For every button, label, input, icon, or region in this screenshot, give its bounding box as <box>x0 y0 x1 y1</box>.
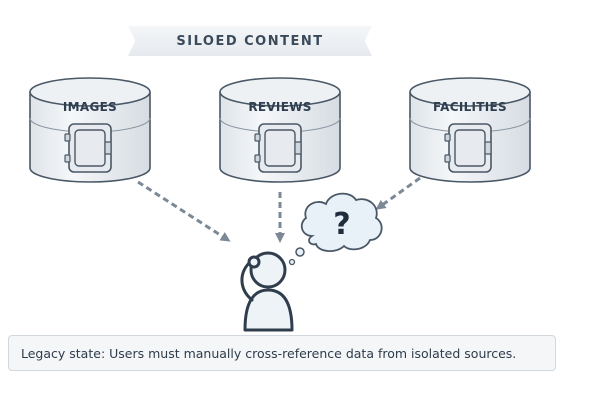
vault-door-icon <box>444 123 492 173</box>
section-title-banner: SILOED CONTENT <box>128 26 372 56</box>
vault-door-icon <box>64 123 112 173</box>
caption-box: Legacy state: Users must manually cross-… <box>8 335 556 371</box>
caption-text: Legacy state: Users must manually cross-… <box>21 345 517 361</box>
silo-reviews: REVIEWS <box>219 77 341 183</box>
silo-label: REVIEWS <box>248 100 311 114</box>
flow-arrow-images <box>137 180 231 242</box>
silo-label: FACILITIES <box>433 100 507 114</box>
question-mark-icon: ? <box>333 207 350 242</box>
vault-door-icon <box>254 123 302 173</box>
section-title: SILOED CONTENT <box>176 33 324 49</box>
silo-facilities: FACILITIES <box>409 77 531 183</box>
silo-label: IMAGES <box>63 100 117 114</box>
person-thinking-icon <box>240 251 294 332</box>
flow-arrow-facilities <box>375 176 421 210</box>
silo-images: IMAGES <box>29 77 151 183</box>
thought-cloud-icon: ? <box>288 192 383 266</box>
